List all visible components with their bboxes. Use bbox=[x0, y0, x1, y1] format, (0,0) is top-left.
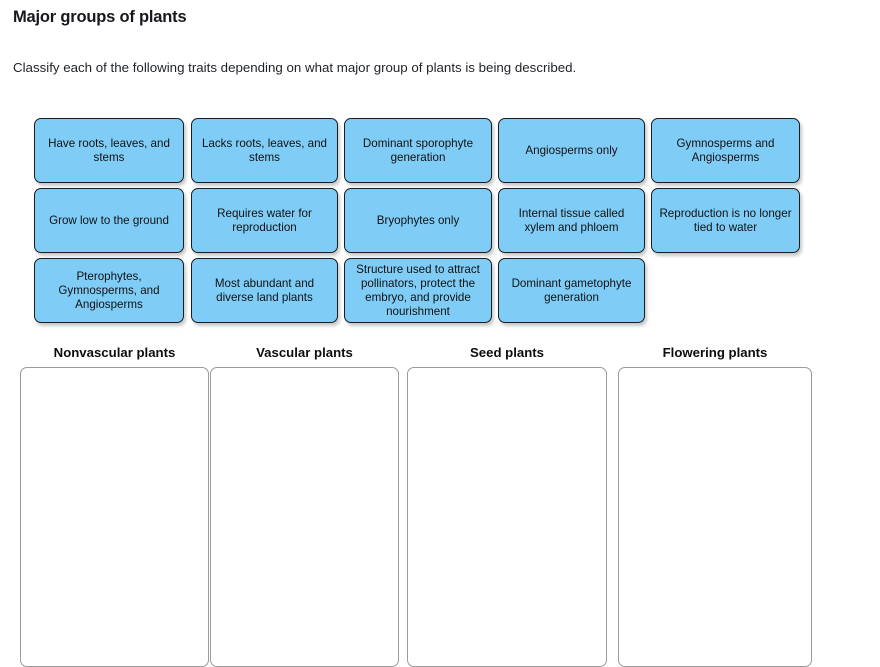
tile-gymnosperms-and-angiosperms[interactable]: Gymnosperms and Angiosperms bbox=[651, 118, 800, 183]
tile-angiosperms-only[interactable]: Angiosperms only bbox=[498, 118, 645, 183]
tile-have-roots-leaves-stems[interactable]: Have roots, leaves, and stems bbox=[34, 118, 184, 183]
page-title: Major groups of plants bbox=[13, 8, 187, 26]
tile-bryophytes-only[interactable]: Bryophytes only bbox=[344, 188, 492, 253]
zone-seed-plants-label: Seed plants bbox=[469, 345, 545, 360]
instructions-text: Classify each of the following traits de… bbox=[13, 60, 577, 75]
zone-flowering-plants-dropbox[interactable] bbox=[618, 367, 812, 667]
tile-internal-tissue-xylem-phloem[interactable]: Internal tissue called xylem and phloem bbox=[498, 188, 645, 253]
zone-vascular-plants-dropbox[interactable] bbox=[210, 367, 399, 667]
tile-requires-water-for-reproduction[interactable]: Requires water for reproduction bbox=[191, 188, 338, 253]
tile-grow-low-to-the-ground[interactable]: Grow low to the ground bbox=[34, 188, 184, 253]
tile-dominant-sporophyte-generation[interactable]: Dominant sporophyte generation bbox=[344, 118, 492, 183]
tile-dominant-gametophyte-generation[interactable]: Dominant gametophyte generation bbox=[498, 258, 645, 323]
activity-page: Major groups of plants Classify each of … bbox=[13, 8, 812, 667]
tile-structure-attract-pollinators[interactable]: Structure used to attract pollinators, p… bbox=[344, 258, 492, 323]
zone-nonvascular-plants-label: Nonvascular plants bbox=[53, 345, 176, 360]
zone-vascular-plants-label: Vascular plants bbox=[256, 345, 353, 360]
zone-seed-plants-dropbox[interactable] bbox=[407, 367, 607, 667]
tile-most-abundant-diverse-land-plants[interactable]: Most abundant and diverse land plants bbox=[191, 258, 338, 323]
zone-nonvascular-plants-dropbox[interactable] bbox=[20, 367, 209, 667]
zone-flowering-plants-label: Flowering plants bbox=[662, 345, 768, 360]
tile-lacks-roots-leaves-stems[interactable]: Lacks roots, leaves, and stems bbox=[191, 118, 338, 183]
tile-pterophytes-gymnosperms-angiosperms[interactable]: Pterophytes, Gymnosperms, and Angiosperm… bbox=[34, 258, 184, 323]
tile-reproduction-no-longer-tied-to-water[interactable]: Reproduction is no longer tied to water bbox=[651, 188, 800, 253]
